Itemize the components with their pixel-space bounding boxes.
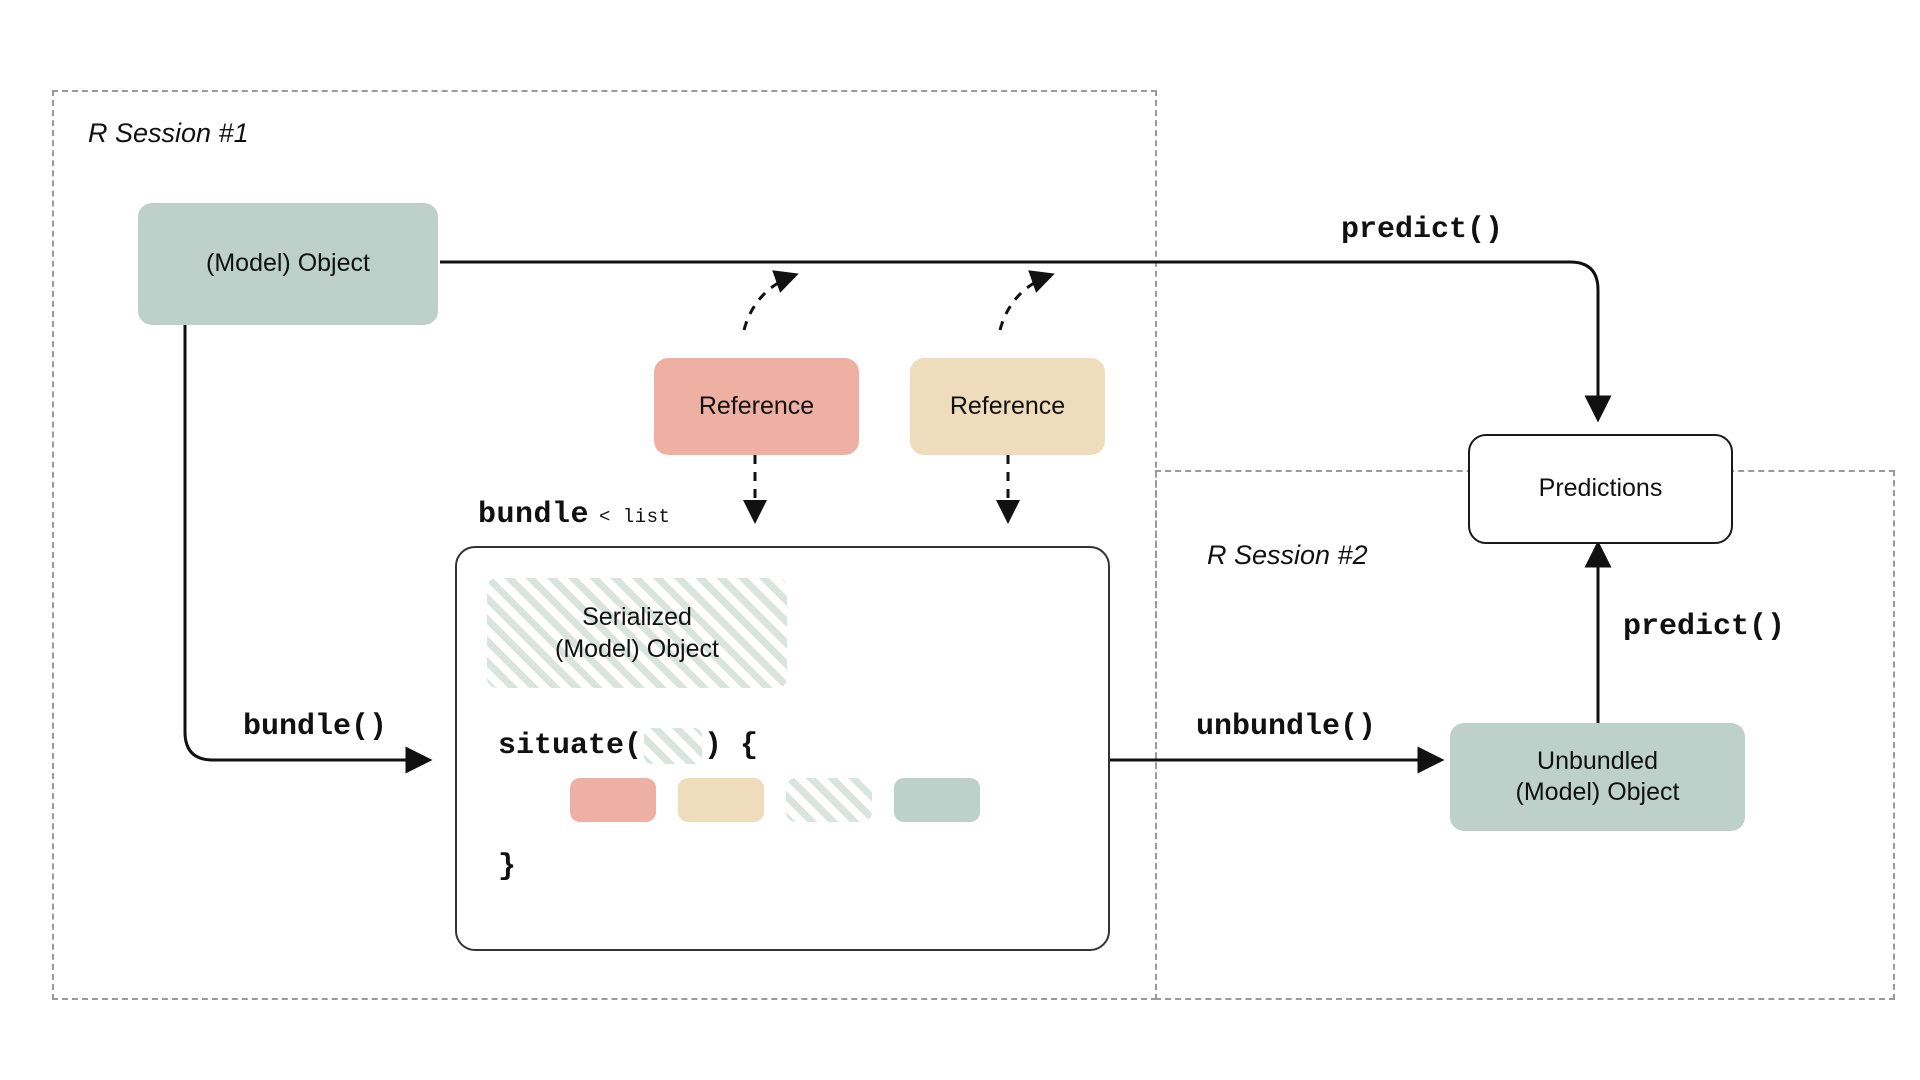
arrow-label-unbundle: unbundle()	[1196, 710, 1377, 744]
serialized-model-object: Serialized (Model) Object	[487, 578, 787, 688]
session-label-2: R Session #2	[1207, 540, 1368, 570]
node-unbundled-object[interactable]: Unbundled (Model) Object	[1450, 723, 1745, 831]
serialized-line-1: Serialized	[582, 602, 692, 631]
node-reference-pink[interactable]: Reference	[654, 358, 859, 455]
arrow-label-predict-session1: predict()	[1341, 213, 1504, 247]
body-chip-tan	[678, 778, 764, 822]
node-model-object[interactable]: (Model) Object	[138, 203, 438, 325]
unbundled-object-line-1: Unbundled	[1537, 746, 1658, 775]
situate-signature: situate( ) {	[498, 728, 758, 764]
unbundled-object-line-2: (Model) Object	[1515, 778, 1680, 806]
situate-body-chips	[570, 778, 980, 822]
bundle-type-label: bundle < list	[478, 498, 670, 532]
node-reference-tan[interactable]: Reference	[910, 358, 1105, 455]
node-predictions[interactable]: Predictions	[1468, 434, 1733, 544]
arrow-label-predict-session2: predict()	[1623, 610, 1786, 644]
body-chip-green	[894, 778, 980, 822]
serialized-line-2: (Model) Object	[555, 635, 719, 663]
situate-suffix: ) {	[704, 729, 759, 763]
arrow-label-bundle: bundle()	[243, 710, 388, 744]
session-label-1: R Session #1	[88, 118, 249, 148]
bundle-label-main: bundle	[478, 498, 590, 532]
situate-closing-brace: }	[498, 850, 517, 884]
body-chip-pink	[570, 778, 656, 822]
bundle-label-sub: < list	[599, 506, 671, 528]
situate-prefix: situate(	[498, 729, 643, 763]
situate-argument-chip	[644, 728, 703, 764]
body-chip-hatched	[786, 778, 872, 822]
